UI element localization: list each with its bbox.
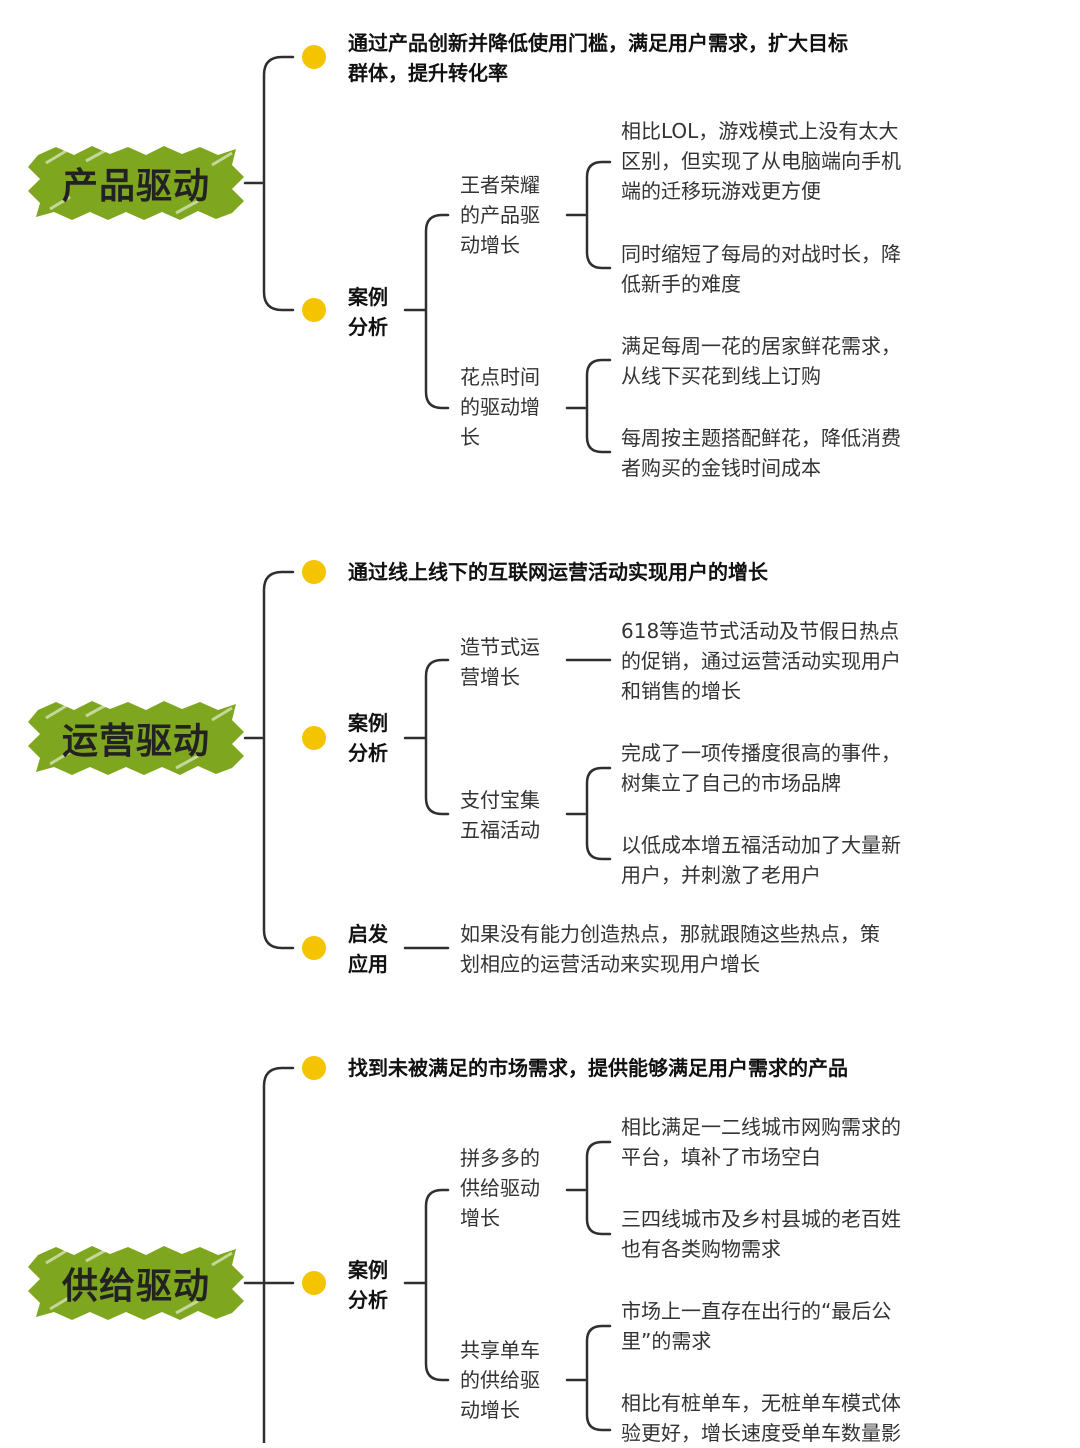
case-name: 拼多多的 供给驱动 增长 bbox=[460, 1146, 540, 1230]
case-label: 案例 分析 bbox=[348, 1258, 388, 1312]
case-point: 相比有桩单车，无桩单车模式体 验更好，增长速度受单车数量影 bbox=[621, 1391, 901, 1445]
case-label: 案例 分析 bbox=[348, 285, 388, 339]
bullet-dot bbox=[302, 298, 326, 322]
brush-highlight bbox=[28, 1246, 244, 1320]
case-point: 相比LOL，游戏模式上没有太大 区别，但实现了从电脑端向手机 端的迁移玩游戏更方… bbox=[621, 119, 901, 203]
bullet-dot bbox=[302, 936, 326, 960]
summary-text: 通过产品创新并降低使用门槛，满足用户需求，扩大目标 群体，提升转化率 bbox=[348, 31, 848, 85]
summary-text: 通过线上线下的互联网运营活动实现用户的增长 bbox=[348, 560, 768, 584]
case-point: 相比满足一二线城市网购需求的 平台，填补了市场空白 bbox=[621, 1115, 901, 1169]
brush-highlight bbox=[28, 146, 244, 220]
insight-label: 启发 应用 bbox=[348, 922, 388, 976]
case-name: 支付宝集 五福活动 bbox=[460, 788, 540, 842]
insight-text: 如果没有能力创造热点，那就跟随这些热点，策 划相应的运营活动来实现用户增长 bbox=[460, 922, 880, 976]
case-point: 三四线城市及乡村县城的老百姓 也有各类购物需求 bbox=[621, 1207, 901, 1261]
case-label: 案例 分析 bbox=[348, 711, 388, 765]
brush-highlight bbox=[28, 701, 244, 775]
case-point: 满足每周一花的居家鲜花需求， 从线下买花到线上订购 bbox=[621, 334, 901, 388]
case-point: 618等造节式活动及节假日热点 的促销，通过运营活动实现用户 和销售的增长 bbox=[621, 619, 901, 703]
case-point: 每周按主题搭配鲜花，降低消费 者购买的金钱时间成本 bbox=[621, 426, 901, 480]
case-point: 完成了一项传播度很高的事件， 树集立了自己的市场品牌 bbox=[621, 741, 901, 795]
root-label: 运营驱动 bbox=[61, 721, 210, 762]
case-name: 王者荣耀 的产品驱 动增长 bbox=[460, 173, 540, 257]
case-point: 以低成本增五福活动加了大量新 用户，并刺激了老用户 bbox=[621, 833, 901, 887]
case-point: 市场上一直存在出行的“最后公 里”的需求 bbox=[621, 1299, 892, 1353]
case-point: 同时缩短了每局的对战时长，降 低新手的难度 bbox=[621, 242, 901, 296]
bullet-dot bbox=[302, 560, 326, 584]
bullet-dot bbox=[302, 1056, 326, 1080]
root-node-supply: 供给驱动 bbox=[26, 1243, 246, 1323]
bullet-dot bbox=[302, 1271, 326, 1295]
bullet-dot bbox=[302, 45, 326, 69]
case-name: 造节式运 营增长 bbox=[460, 635, 540, 689]
case-name: 花点时间 的驱动增 长 bbox=[460, 365, 540, 449]
root-label: 产品驱动 bbox=[61, 166, 210, 207]
summary-text: 找到未被满足的市场需求，提供能够满足用户需求的产品 bbox=[348, 1056, 848, 1080]
root-node-operations: 运营驱动 bbox=[26, 698, 246, 778]
root-node-product: 产品驱动 bbox=[26, 143, 246, 223]
bullet-dot bbox=[302, 726, 326, 750]
case-name: 共享单车 的供给驱 动增长 bbox=[460, 1338, 540, 1422]
root-label: 供给驱动 bbox=[61, 1266, 210, 1307]
